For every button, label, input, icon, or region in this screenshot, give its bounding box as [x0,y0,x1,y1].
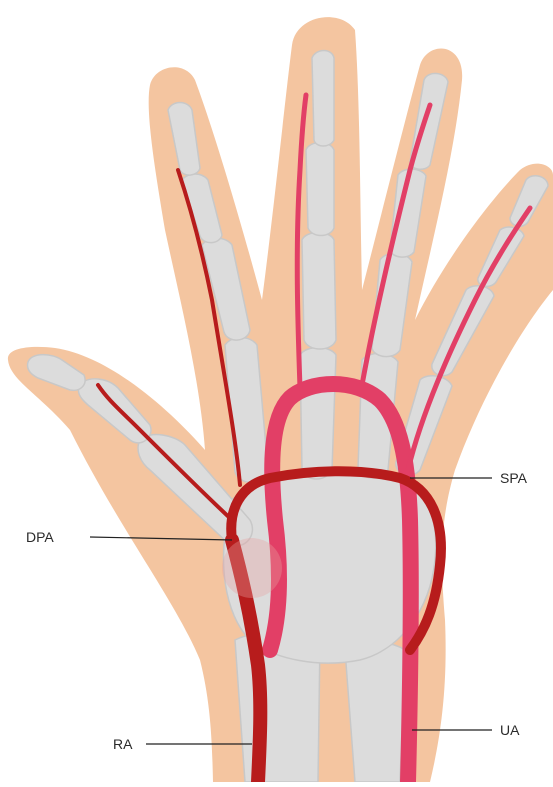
middle-middle-phalanx [306,143,334,236]
middle-metacarpal [300,348,336,480]
ua-label: UA [500,722,520,738]
spa-label: SPA [500,470,528,486]
middle-proximal-phalanx [302,233,336,350]
dpa-label: DPA [26,529,54,545]
ulna-bone [345,643,405,783]
ra-label: RA [113,736,133,752]
wrist-overlap-shading [222,538,282,598]
middle-distal-phalanx [312,51,334,147]
